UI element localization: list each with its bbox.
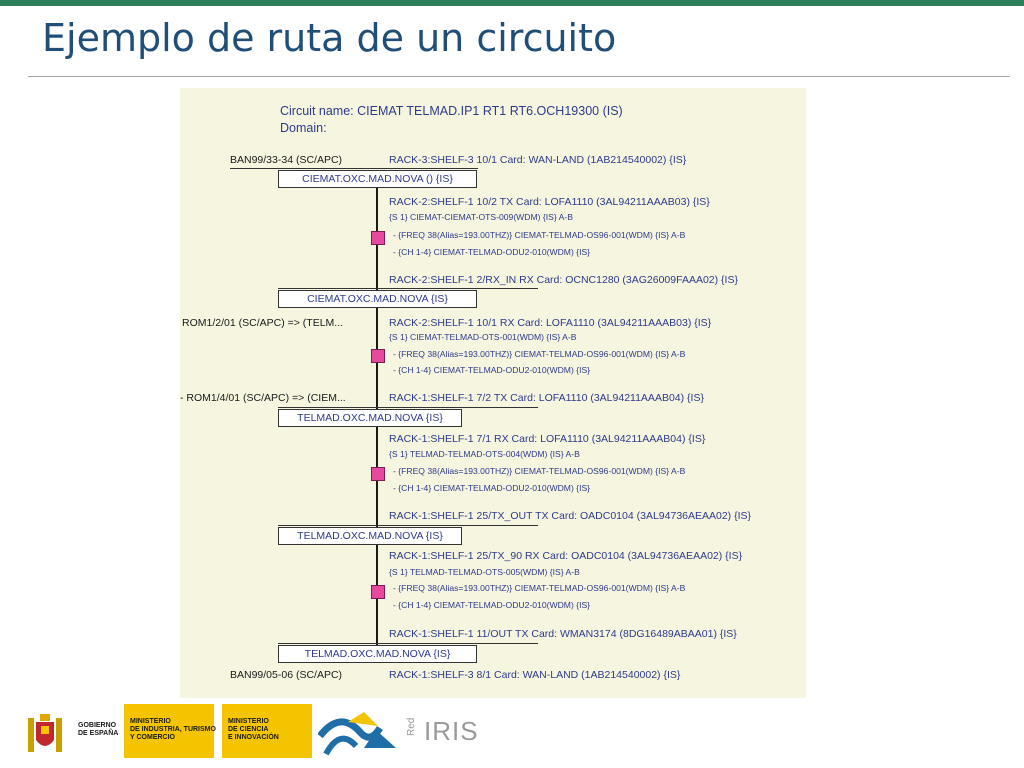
link-frequency: - {FREQ 38(Alias=193.00THZ)} CIEMAT-TELM…	[393, 230, 686, 240]
link-section: {S 1} CIEMAT-TELMAD-OTS-001(WDM) {IS} A-…	[389, 332, 577, 342]
link-channel: - {CH 1-4} CIEMAT-TELMAD-ODU2-010(WDM) {…	[393, 247, 591, 257]
rack-line: RACK-1:SHELF-1 11/OUT TX Card: WMAN3174 …	[389, 628, 737, 640]
link-frequency: - {FREQ 38(Alias=193.00THZ)} CIEMAT-TELM…	[393, 583, 686, 593]
logo-text-line: DE INDUSTRIA, TURISMO	[130, 726, 216, 733]
logo-gobierno: GOBIERNO DE ESPAÑA	[72, 704, 120, 758]
logo-text-line: MINISTERIO	[228, 718, 269, 725]
port-rom2: - ROM1/4/01 (SC/APC) => (CIEM...	[180, 392, 346, 404]
logo-ministerio-industria: MINISTERIO DE INDUSTRIA, TURISMO Y COMER…	[124, 704, 216, 758]
rediris-emblem-icon	[318, 712, 396, 756]
link-marker	[371, 349, 385, 363]
port-rom1: ROM1/2/01 (SC/APC) => (TELM...	[182, 317, 344, 329]
rack-line: RACK-3:SHELF-3 10/1 Card: WAN-LAND (1AB2…	[389, 154, 687, 166]
rack-line: RACK-1:SHELF-1 25/TX_90 RX Card: OADC010…	[389, 550, 743, 562]
rack-line: RACK-1:SHELF-3 8/1 Card: WAN-LAND (1AB21…	[389, 669, 681, 681]
link-section: {S 1} TELMAD-TELMAD-OTS-004(WDM) {IS} A-…	[389, 449, 580, 459]
port-start: BAN99/33-34 (SC/APC)	[230, 154, 343, 166]
link-channel: - {CH 1-4} CIEMAT-TELMAD-ODU2-010(WDM) {…	[393, 483, 591, 493]
network-node: TELMAD.OXC.MAD.NOVA {IS}	[278, 527, 462, 545]
top-accent-bar	[0, 0, 1024, 6]
connector-line	[278, 525, 538, 526]
rack-line: RACK-1:SHELF-1 7/1 RX Card: LOFA1110 (3A…	[389, 433, 706, 445]
circuit-domain: Domain:	[280, 121, 327, 135]
rack-line: RACK-2:SHELF-1 2/RX_IN RX Card: OCNC1280…	[389, 274, 738, 286]
coat-of-arms-icon	[28, 714, 62, 752]
link-frequency: - {FREQ 38(Alias=193.00THZ)} CIEMAT-TELM…	[393, 349, 686, 359]
rack-line: RACK-2:SHELF-1 10/2 TX Card: LOFA1110 (3…	[389, 196, 710, 208]
link-marker	[371, 585, 385, 599]
link-frequency: - {FREQ 38(Alias=193.00THZ)} CIEMAT-TELM…	[393, 466, 686, 476]
link-section: {S 1} TELMAD-TELMAD-OTS-005(WDM) {IS} A-…	[389, 567, 580, 577]
connector-line	[230, 168, 478, 169]
logo-text-line: DE ESPAÑA	[78, 730, 119, 737]
rack-line: RACK-2:SHELF-1 10/1 RX Card: LOFA1110 (3…	[389, 317, 712, 329]
logo-ministerio-ciencia: MINISTERIO DE CIENCIA E INNOVACIÓN	[222, 704, 312, 758]
connector-line	[278, 407, 538, 408]
footer-logos	[0, 700, 1024, 768]
logo-text-line: Y COMERCIO	[130, 734, 175, 741]
connector-line	[278, 288, 538, 289]
circuit-name: Circuit name: CIEMAT TELMAD.IP1 RT1 RT6.…	[280, 104, 623, 118]
network-node: CIEMAT.OXC.MAD.NOVA () {IS}	[278, 170, 477, 188]
connector-line	[278, 643, 538, 644]
port-end: BAN99/05-06 (SC/APC)	[230, 669, 343, 681]
link-channel: - {CH 1-4} CIEMAT-TELMAD-ODU2-010(WDM) {…	[393, 365, 591, 375]
slide-title: Ejemplo de ruta de un circuito	[42, 16, 617, 60]
link-channel: - {CH 1-4} CIEMAT-TELMAD-ODU2-010(WDM) {…	[393, 600, 591, 610]
network-node: TELMAD.OXC.MAD.NOVA {IS}	[278, 409, 462, 427]
link-section: {S 1} CIEMAT-CIEMAT-OTS-009(WDM) {IS} A-…	[389, 212, 574, 222]
rack-line: RACK-1:SHELF-1 7/2 TX Card: LOFA1110 (3A…	[389, 392, 704, 404]
logo-text-line: DE CIENCIA	[228, 726, 269, 733]
circuit-route-diagram: Circuit name: CIEMAT TELMAD.IP1 RT1 RT6.…	[180, 88, 806, 698]
logo-text-line: GOBIERNO	[78, 722, 117, 729]
rack-line: RACK-1:SHELF-1 25/TX_OUT TX Card: OADC01…	[389, 510, 752, 522]
network-node: CIEMAT.OXC.MAD.NOVA {IS}	[278, 290, 477, 308]
link-marker	[371, 231, 385, 245]
logo-text-line: E INNOVACIÓN	[228, 734, 279, 741]
logo-text-line: MINISTERIO	[130, 718, 171, 725]
link-marker	[371, 467, 385, 481]
title-divider	[28, 76, 1010, 77]
rediris-red-label: Red	[406, 717, 417, 736]
rediris-iris-label: IRIS	[424, 716, 479, 746]
network-node: TELMAD.OXC.MAD.NOVA {IS}	[278, 645, 477, 663]
